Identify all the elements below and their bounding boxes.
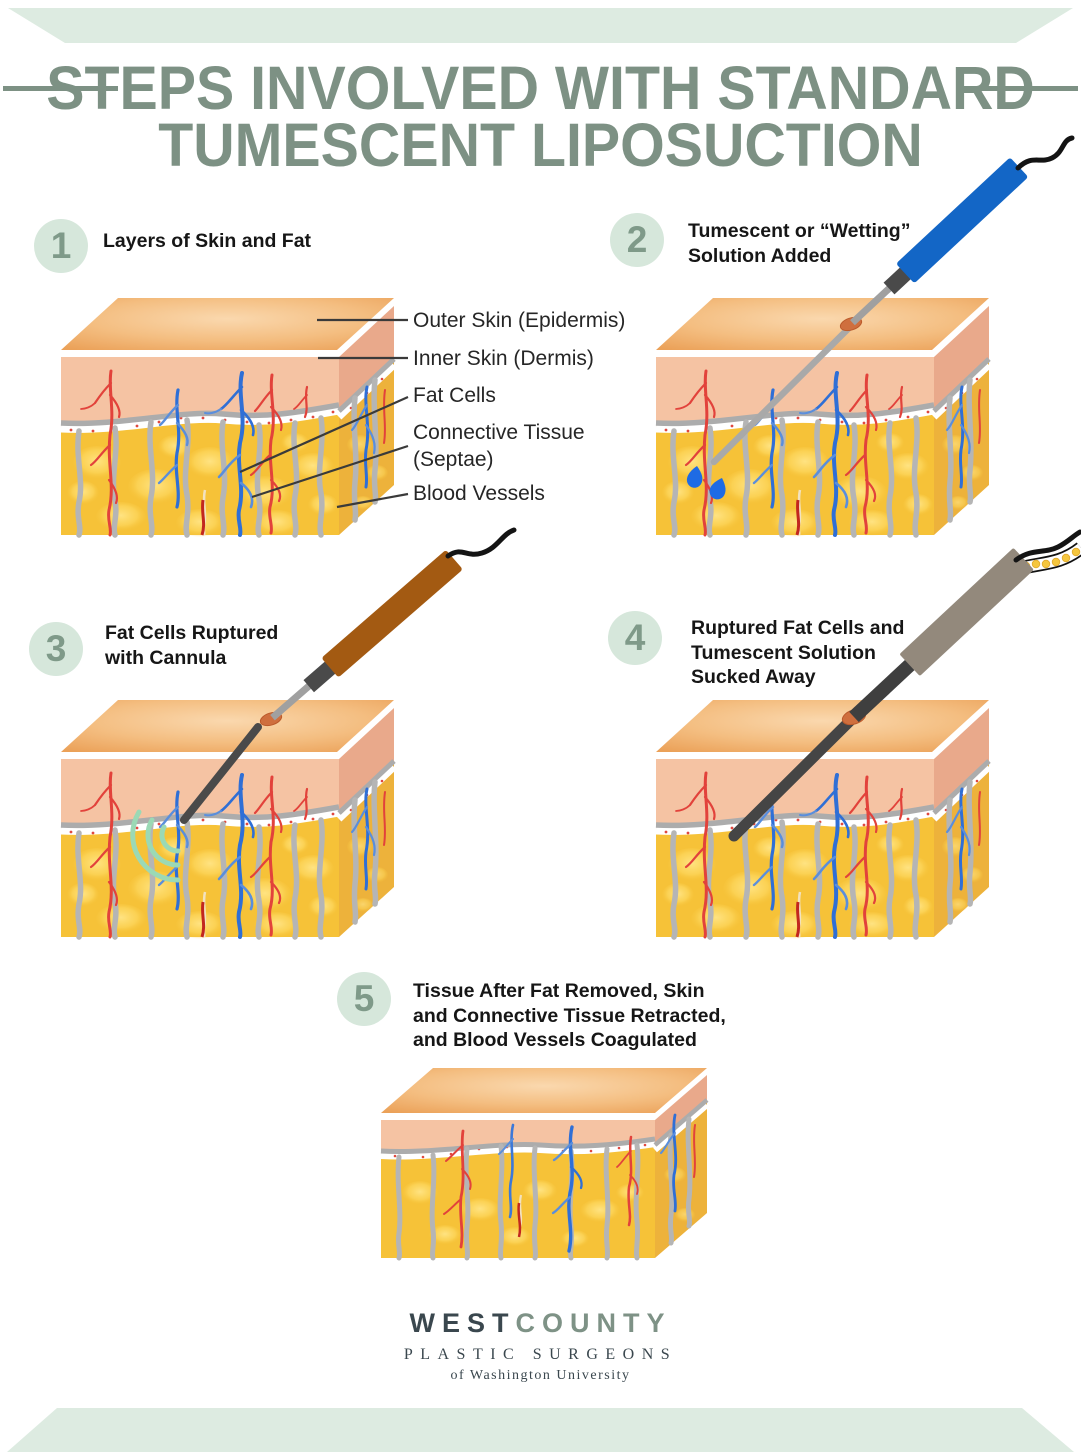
step2-heading: Tumescent or “Wetting” Solution Added <box>688 219 910 268</box>
step3-heading-line1: Fat Cells Ruptured <box>105 622 279 644</box>
suction-cannula-inside-tissue <box>728 708 863 842</box>
cannula-inside-tissue <box>180 723 262 824</box>
bottom-banner-decoration <box>7 1408 1074 1452</box>
needle-inside-tissue <box>710 322 855 466</box>
syringe-hub <box>883 266 913 295</box>
insertion-site <box>839 316 863 332</box>
insertion-site <box>841 708 867 726</box>
step5-heading-line2: and Connective Tissue Retracted, <box>413 1004 726 1027</box>
step1-heading-line1: Layers of Skin and Fat <box>103 230 312 252</box>
step3-heading: Fat Cells Ruptured with Cannula <box>105 621 278 670</box>
cannula-handle <box>322 550 462 677</box>
step2-number: 2 <box>610 213 664 267</box>
step4-number: 4 <box>608 611 662 665</box>
logo: WESTCOUNTY PLASTIC SURGEONS of Washingto… <box>0 1308 1081 1384</box>
logo-tagline: of Washington University <box>450 1368 631 1383</box>
label-connective-tissue: Connective Tissue (Septae) <box>413 419 585 473</box>
cannula-cord <box>445 527 517 559</box>
skin-block-step1 <box>61 298 394 537</box>
step5-number: 5 <box>337 972 391 1026</box>
solution-droplets <box>686 466 726 500</box>
step5-heading-line3: and Blood Vessels Coagulated <box>413 1029 697 1051</box>
cannula-hub <box>303 660 337 693</box>
fat-suction-tube <box>1011 542 1081 577</box>
logo-brand-county: COUNTY <box>515 1308 672 1338</box>
title-right-rule <box>963 86 1078 91</box>
step5-heading: Tissue After Fat Removed, Skin and Conne… <box>413 979 726 1053</box>
page-title-line1: STEPS INVOLVED WITH STANDARD <box>46 54 1035 122</box>
page-title-line2: TUMESCENT LIPOSUCTION <box>158 111 923 179</box>
label-fat-cells: Fat Cells <box>413 384 496 407</box>
skin-block-step4 <box>656 700 989 939</box>
top-banner-decoration <box>8 8 1073 43</box>
suction-handle <box>900 548 1034 676</box>
annotation-lines <box>239 318 409 509</box>
logo-subtitle: PLASTIC SURGEONS <box>403 1346 678 1363</box>
label-outer-skin: Outer Skin (Epidermis) <box>413 309 626 332</box>
title-left-rule <box>3 86 118 91</box>
step4-heading-line1: Ruptured Fat Cells and <box>691 617 905 639</box>
step1-heading: Layers of Skin and Fat <box>103 229 311 254</box>
step3-number: 3 <box>29 622 83 676</box>
logo-brand: WESTCOUNTY <box>0 1308 1081 1339</box>
insertion-site <box>259 711 283 727</box>
rupture-arcs <box>130 809 181 883</box>
step5-heading-line1: Tissue After Fat Removed, Skin <box>413 980 705 1002</box>
skin-block-step3 <box>61 700 394 939</box>
label-inner-skin: Inner Skin (Dermis) <box>413 347 594 370</box>
step2-heading-line2: Solution Added <box>688 244 832 267</box>
syringe-step2 <box>686 135 1075 500</box>
label-connective-line1: Connective Tissue <box>413 421 585 444</box>
label-blood-vessels: Blood Vessels <box>413 482 545 505</box>
skin-block-step5 <box>381 1068 707 1258</box>
step4-heading: Ruptured Fat Cells and Tumescent Solutio… <box>691 616 904 690</box>
step4-heading-line2: Tumescent Solution <box>691 641 876 664</box>
page-title: STEPS INVOLVED WITH STANDARD TUMESCENT L… <box>32 54 1048 179</box>
logo-brand-west: WEST <box>409 1308 516 1338</box>
step3-heading-line2: with Cannula <box>105 646 227 669</box>
cannula-shaft <box>270 680 315 721</box>
step1-number: 1 <box>34 219 88 273</box>
label-connective-line2: (Septae) <box>413 448 494 471</box>
syringe-shaft <box>850 283 895 326</box>
cannula-step3 <box>130 527 517 883</box>
step2-heading-line1: Tumescent or “Wetting” <box>688 220 911 242</box>
step4-heading-line3: Sucked Away <box>691 666 816 688</box>
suction-cord <box>1013 529 1081 563</box>
skin-block-step2 <box>656 298 989 537</box>
